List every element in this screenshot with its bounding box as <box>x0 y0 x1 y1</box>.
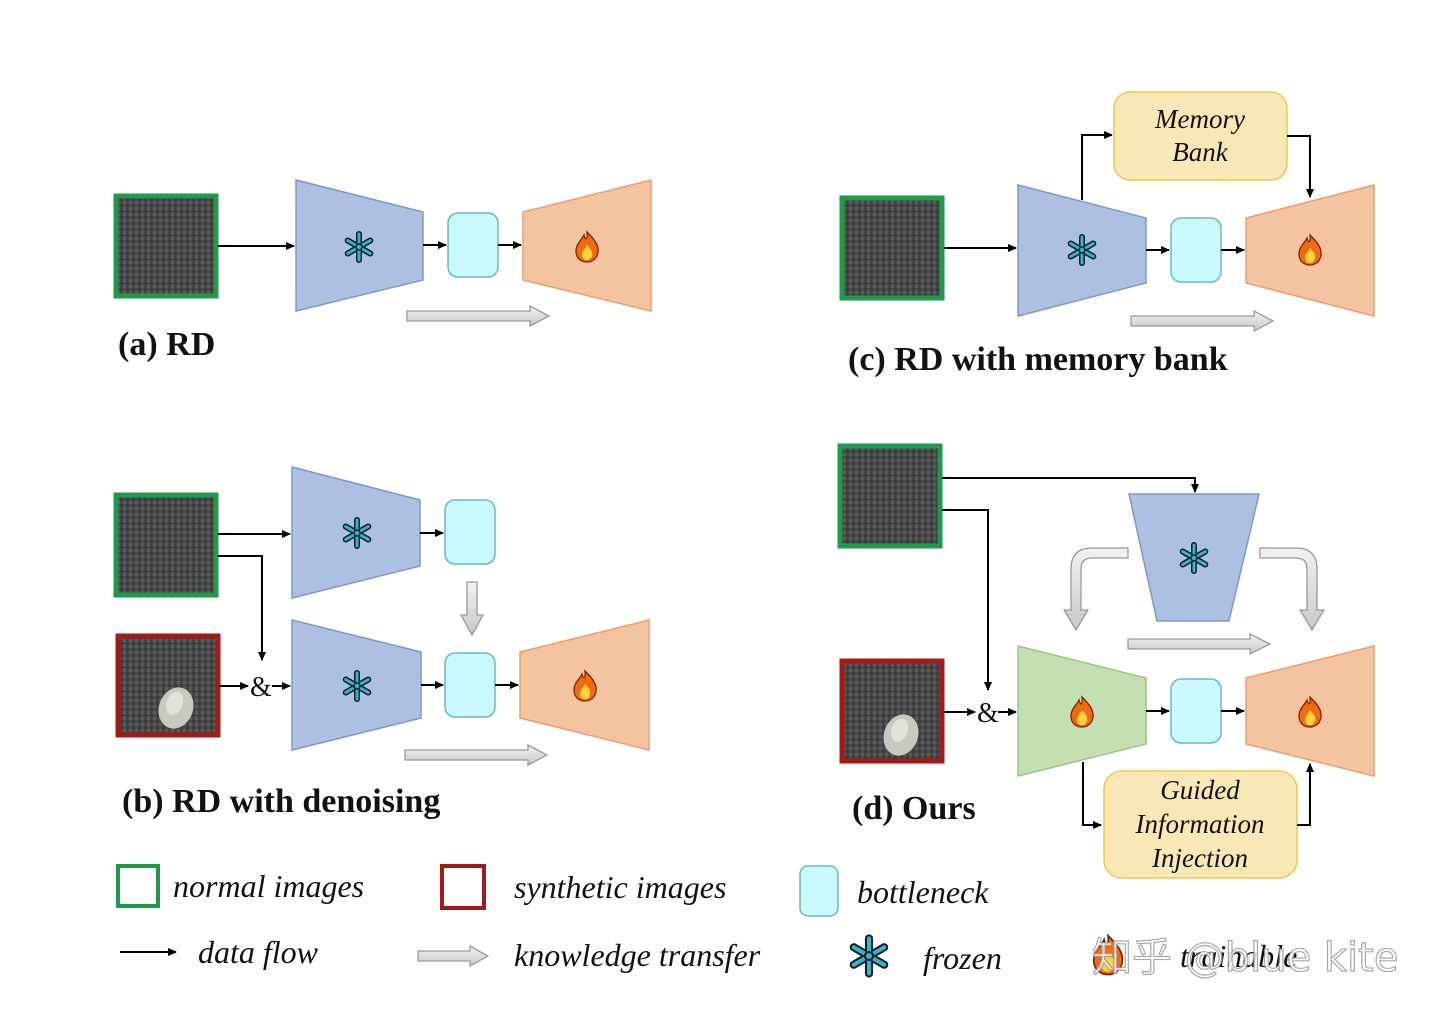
legend-normal-label: normal images <box>173 868 364 904</box>
legend-bottleneck-label: bottleneck <box>857 874 989 910</box>
guided-injection-label-2: Information <box>1134 809 1264 839</box>
data-flow-arrow <box>218 555 266 661</box>
bottleneck-c <box>1170 217 1222 283</box>
panel-a: (a) RD <box>113 179 652 363</box>
normal-image-b <box>113 492 219 598</box>
memory-bank-label-2: Bank <box>1172 137 1228 167</box>
legend-trainable-label: trainable <box>1180 938 1297 974</box>
knowledge-transfer-arrow <box>459 581 485 637</box>
legend-normal-swatch <box>116 864 160 908</box>
data-flow-arrow <box>942 509 992 691</box>
knowledge-transfer-arrow <box>1127 632 1272 656</box>
legend-snowflake-icon <box>854 938 885 973</box>
legend-synthetic-swatch <box>440 864 486 910</box>
caption-c: (c) RD with memory bank <box>848 341 1228 378</box>
normal-image-d <box>837 443 943 549</box>
data-flow-arrow <box>1297 763 1314 826</box>
synthetic-image-d <box>839 658 945 764</box>
data-flow-arrow <box>1082 762 1102 829</box>
legend-knowledge-transfer-arrow <box>417 944 490 968</box>
panel-d: & Guided Information Injection (d) Ours <box>837 443 1375 879</box>
data-flow-arrow <box>942 477 1199 493</box>
caption-d: (d) Ours <box>852 790 976 827</box>
bottleneck-a <box>447 212 499 278</box>
bottleneck-b-top <box>444 499 496 565</box>
knowledge-transfer-arrow <box>1130 309 1275 333</box>
legend-synthetic-label: synthetic images <box>514 869 726 905</box>
legend-frozen-label: frozen <box>923 940 1002 976</box>
legend: normal images synthetic images bottlenec… <box>116 864 1297 976</box>
knowledge-transfer-arrow <box>1259 547 1326 632</box>
watermark: 知乎 @blue kite <box>1092 935 1398 981</box>
normal-image-c <box>839 195 945 301</box>
guided-injection-label-3: Injection <box>1151 843 1248 873</box>
bottleneck-d <box>1170 678 1222 744</box>
memory-bank-label-1: Memory <box>1154 104 1245 134</box>
data-flow-arrow <box>1081 131 1113 200</box>
knowledge-transfer-arrow <box>404 743 549 767</box>
knowledge-transfer-arrow <box>406 304 551 328</box>
normal-image-a <box>113 193 219 299</box>
combine-symbol: & <box>250 672 272 703</box>
guided-injection-label-1: Guided <box>1160 775 1240 805</box>
data-flow-arrow <box>1287 135 1314 198</box>
legend-data-flow-label: data flow <box>198 934 319 970</box>
caption-a: (a) RD <box>118 326 215 363</box>
bottleneck-b-bottom <box>444 652 496 718</box>
knowledge-transfer-arrow <box>1062 547 1129 632</box>
panel-c: Memory Bank (c) RD with memory bank <box>839 91 1375 378</box>
legend-knowledge-transfer-label: knowledge transfer <box>514 937 761 973</box>
panel-b: & (b) RD with denoising <box>113 466 650 820</box>
caption-b: (b) RD with denoising <box>122 783 440 820</box>
legend-bottleneck-swatch <box>799 865 839 917</box>
combine-symbol: & <box>977 698 999 729</box>
